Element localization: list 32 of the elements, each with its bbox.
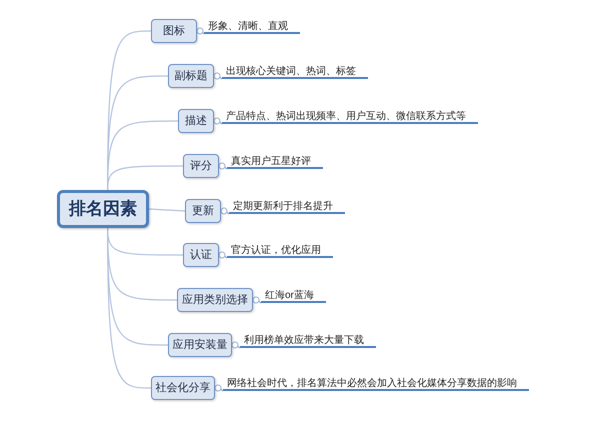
annotation-text: 出现核心关键词、热词、标签 (222, 63, 368, 79)
connector-line (107, 228, 151, 389)
topic-box: 认证 (183, 243, 219, 267)
central-topic-box: 排名因素 (57, 190, 149, 228)
connector-line (214, 118, 222, 124)
annotation-text: 官方认证，优化应用 (227, 242, 333, 258)
topic-box: 图标 (151, 19, 197, 43)
connector-line (218, 162, 228, 170)
connector-line (107, 228, 183, 256)
connector-line (148, 208, 186, 212)
annotation-text: 真实用户五星好评 (227, 153, 323, 169)
topic-box: 社会化分享 (151, 376, 215, 400)
connector-line (220, 208, 230, 214)
topic-box: 应用类别选择 (177, 288, 253, 312)
annotation-text: 网络社会时代，排名算法中必然会加入社会化媒体分享数据的影响 (223, 375, 529, 391)
connector-line (218, 252, 228, 258)
connector-line (196, 28, 204, 34)
annotation-text: 利用榜单效应带来大量下载 (240, 332, 376, 348)
topic-box: 应用安装量 (168, 333, 232, 357)
topic-box: 评分 (183, 154, 219, 178)
connector-line (214, 384, 224, 392)
connector-line (214, 72, 222, 80)
connector-line (232, 342, 240, 348)
annotation-text: 红海or蓝海 (261, 287, 326, 303)
annotation-text: 产品特点、热词出现频率、用户互动、微信联系方式等 (222, 108, 478, 124)
topic-box: 更新 (185, 199, 221, 223)
connector-line (107, 165, 183, 190)
annotation-text: 定期更新利于排名提升 (229, 198, 345, 214)
topic-box: 副标题 (168, 64, 214, 88)
annotation-text: 形象、清晰、直观 (204, 18, 300, 34)
connector-line (252, 296, 262, 304)
topic-box: 描述 (178, 109, 214, 133)
